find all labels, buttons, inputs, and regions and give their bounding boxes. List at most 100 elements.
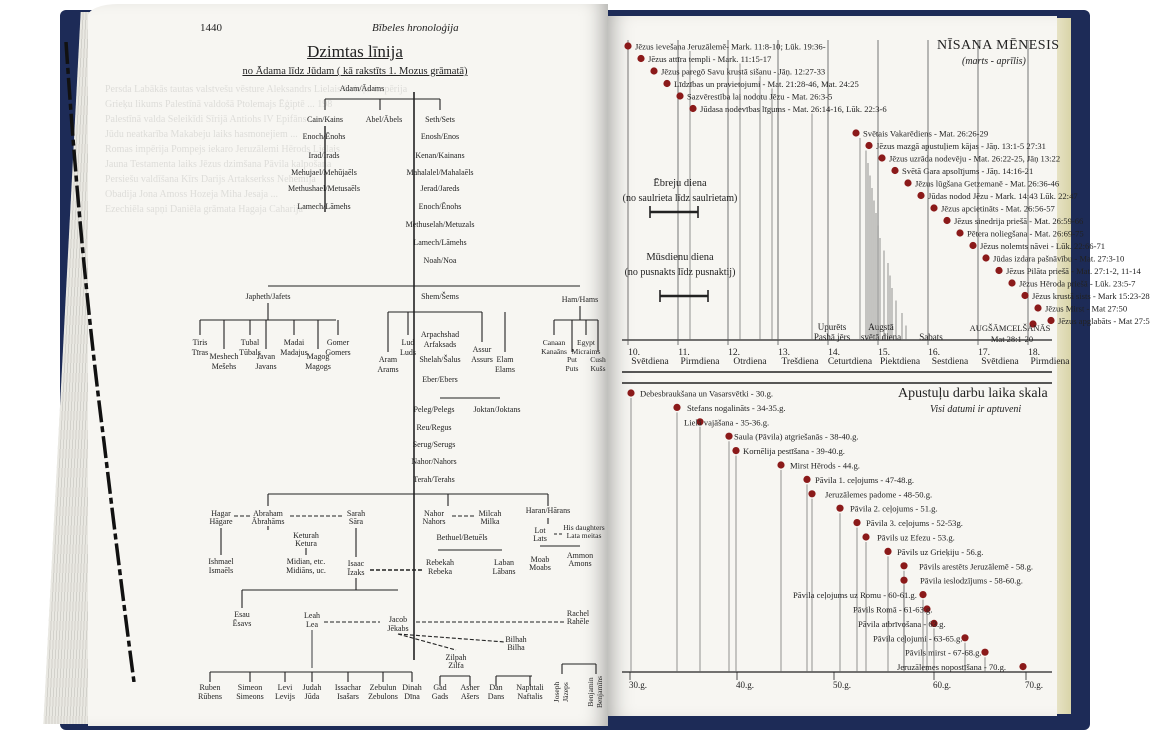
- acts-event-label: Debesbraukšana un Vasarsvētki - 30.g.: [640, 389, 773, 399]
- acts-year-label: 50.g.: [833, 680, 851, 690]
- nisan-event-label: Jēzus apglabāts - Mat 27:59-20: [1058, 316, 1150, 326]
- acts-year-label: 70.g.: [1025, 680, 1043, 690]
- tree-node-cain-line-1: Irad/Irads: [308, 151, 339, 160]
- nisan-augsta: Augstā: [868, 322, 894, 332]
- tree-node-jacob-son-lv-11: Jāzeps: [561, 682, 570, 702]
- nisan-day-name: Ceturtdiena: [828, 357, 873, 367]
- tree-node-milcah: Milcah: [479, 509, 502, 518]
- tree-node-seth-line-0: Enosh/Enos: [421, 132, 459, 141]
- tree-node-jacob-son-lv-9: Dans: [488, 692, 504, 701]
- nisan-event-label: Jēzus attīra templi - Mark. 11:15-17: [648, 54, 772, 64]
- tree-node-rebekah: Rebekah: [426, 558, 454, 567]
- nisan-event-dot: [917, 191, 925, 200]
- acts-event-label: Pāvila ceļojums uz Romu - 60-61.g.: [793, 590, 917, 601]
- tree-node-milka: Milka: [480, 517, 500, 526]
- tree-node-moabs: Moabs: [529, 563, 551, 572]
- nisan-day-number: 17.: [978, 348, 990, 358]
- tree-node-midian: Midian, etc.: [287, 557, 325, 566]
- tree-node-shem-son-lv-0: Arams: [377, 365, 398, 374]
- tree-node-japheth-son-lv-6: Gomers: [325, 348, 350, 357]
- tree-node-amons: Amons: [568, 559, 591, 568]
- tree-node-japheth-son-lv-4: Madajus: [280, 348, 308, 357]
- tree-node-arpachshad: Arpachshad: [421, 330, 459, 339]
- tree-node-ham: Ham/Hams: [562, 295, 598, 304]
- acts-event-label: Pāvila ceļojumi - 63-65.g.: [873, 633, 963, 644]
- tree-node-cain-line-4: Lamech/Lāmehs: [297, 202, 350, 211]
- show-through-text: Persda Labākās tautas valstvešu vēsture …: [105, 84, 408, 215]
- nisan-event-dot: [852, 129, 860, 137]
- nisan-day-name: Svētdiena: [631, 357, 669, 367]
- tree-node-japheth-son-3: Javan: [257, 352, 275, 361]
- tree-node-rebeka: Rebeka: [428, 567, 452, 576]
- acts-event-dot: [961, 634, 969, 642]
- nisan-event-label: Jēzus krustā sists - Mark 15:23-28: [1032, 291, 1150, 301]
- tree-node-jacob-son-lv-0: Rūbens: [198, 692, 222, 701]
- acts-event-dot: [853, 519, 861, 527]
- tree-node-sarah: Sarah: [347, 509, 365, 518]
- nisan-event-dot: [650, 67, 658, 75]
- tree-node-seth-line-3: Jerad/Jareds: [420, 184, 459, 193]
- tree-node-jacob-son-lv-2: Levijs: [275, 692, 295, 701]
- nisan-event-dot: [956, 229, 964, 237]
- tree-node-japheth-son-lv-5: Magogs: [305, 362, 331, 371]
- nisan-event-label: Pētera noliegšana - Mat. 26:69-75: [967, 229, 1084, 239]
- tree-node-japheth-son-0: Tiris: [193, 338, 208, 347]
- nisan-day-name: Svētdiena: [981, 357, 1019, 367]
- nisan-event-dot: [1008, 279, 1016, 287]
- tree-node-jacob-son-lv-6: Dīna: [404, 692, 420, 701]
- tree-node-jacob-son-6: Dinah: [402, 683, 422, 692]
- nisan-resurrection-dot: [1029, 320, 1037, 328]
- acts-event-dot: [696, 418, 704, 426]
- tree-node-abraham: Abraham: [253, 509, 284, 518]
- acts-event-label: Pāvila 2. ceļojums - 51.g.: [850, 504, 938, 515]
- nisan-day-name: Piektdiena: [880, 357, 921, 367]
- acts-event-label: Pāvila atbrīvošana - 63.g.: [858, 619, 946, 629]
- nisan-event-label: Līdzības un pravietojumi - Mat. 21:28-46…: [674, 79, 859, 89]
- nisan-event-label: Jūdas izdara pašnāvību - Mat. 27:3-10: [993, 254, 1124, 264]
- left-page: [88, 4, 608, 726]
- tree-node-sara: Sāra: [349, 517, 364, 526]
- tree-node-shem-son-0: Aram: [379, 355, 398, 364]
- right-page: [607, 16, 1057, 716]
- nisan-event-dot: [878, 154, 886, 162]
- tree-node-jekabs: Jēkabs: [387, 624, 408, 633]
- nisan-event-dot: [969, 241, 977, 250]
- tree-node-ham-son-lv-3: Kušs: [590, 364, 605, 373]
- nisan-event-dot: [943, 216, 951, 225]
- tree-node-jacob-son-lv-1: Simeons: [236, 692, 264, 701]
- nisan-day-number: 12.: [728, 348, 740, 358]
- tree-node-peleg: Peleg/Pelegs: [414, 405, 455, 414]
- tree-node-ismaels: Ismaēls: [209, 566, 233, 575]
- tree-node-izaks: Īzaks: [348, 568, 365, 577]
- acts-event-dot: [923, 605, 931, 613]
- tree-node-laban: Laban: [494, 558, 514, 567]
- nisan-day-name: Otrdiena: [733, 357, 767, 367]
- nisan-day-number: 10.: [628, 348, 640, 358]
- tree-node-jacob-son-8: Asher: [460, 683, 479, 692]
- nisan-event-label: Jēzus Hēroda priešā - Lūk. 23:5-7: [1019, 279, 1136, 289]
- tree-node-japheth-son-lv-2: Tūbals: [239, 348, 261, 357]
- tree-node-jacob-son-0: Ruben: [200, 683, 221, 692]
- tree-node-seth: Seth/Sets: [425, 115, 455, 124]
- tree-node-reu: Reu/Regus: [416, 423, 451, 432]
- nisan-event-dot: [995, 266, 1003, 275]
- nisan-event-label: Svētā Gara apsolījums - Jāņ. 14:16-21: [902, 166, 1033, 177]
- acts-event-dot: [1019, 663, 1027, 671]
- tree-node-shem-son-1: Lud: [402, 338, 415, 347]
- tree-node-shem-son-3: Elam: [497, 355, 515, 364]
- running-head: Bībeles hronoloģija: [372, 22, 459, 34]
- nisan-event-dot: [865, 141, 873, 150]
- tree-node-seth-line-6: Lamech/Lāmehs: [413, 238, 466, 247]
- tree-node-serug: Serug/Serugs: [413, 440, 456, 449]
- tree-node-jacob-son-lv-7: Gads: [432, 692, 448, 701]
- nisan-event-dot: [689, 104, 697, 113]
- nisan-hebrew-day: Ēbreju diena: [653, 178, 707, 189]
- tree-node-jacob-son-lv-5: Zebulons: [368, 692, 398, 701]
- acts-event-label: Pāvila ieslodzījums - 58-60.g.: [920, 576, 1023, 586]
- tree-node-shem-son-lv-1: Luds: [400, 348, 416, 357]
- tree-node-cain-line-3: Methushael/Metusaēls: [288, 184, 360, 193]
- tree-node-haran: Haran/Hārans: [526, 506, 570, 515]
- acts-event-label: Stefans nogalināts - 34-35.g.: [687, 403, 786, 413]
- nisan-event-dot: [676, 92, 684, 100]
- acts-event-label: Pāvila 3. ceļojums - 52-53g.: [866, 518, 963, 529]
